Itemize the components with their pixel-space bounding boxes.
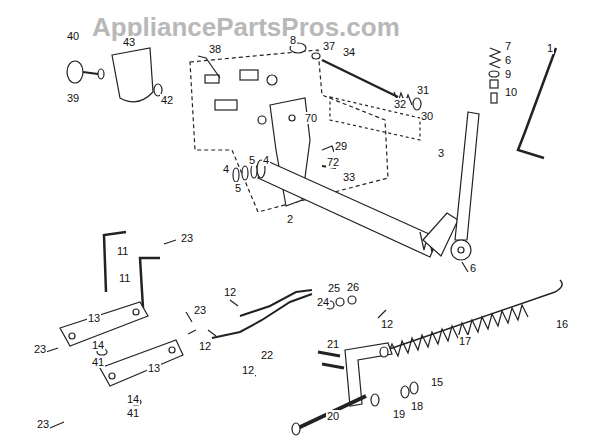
- callout-number: 40: [66, 30, 80, 42]
- callout-number: 13: [87, 312, 101, 324]
- callout-number: 7: [504, 40, 512, 52]
- callout-number: 32: [393, 98, 407, 110]
- callout-number: 10: [504, 86, 518, 98]
- callout-number: 37: [322, 40, 336, 52]
- callout-number: 41: [126, 407, 140, 419]
- callout-number: 34: [342, 46, 356, 58]
- callout-number: 5: [234, 182, 242, 194]
- callout-number: 26: [346, 281, 360, 293]
- callout-number: 5: [248, 154, 256, 166]
- callout-number: 13: [147, 362, 161, 374]
- callout-number: 23: [180, 232, 194, 244]
- callout-number: 8: [289, 34, 297, 46]
- callout-number: 20: [326, 410, 340, 422]
- callout-number: 11: [118, 272, 131, 284]
- callout-number: 15: [430, 376, 444, 388]
- callout-number: 23: [36, 418, 50, 430]
- callout-number: 23: [33, 343, 47, 355]
- watermark: AppliancePartsPros.com: [92, 12, 400, 42]
- callout-number: 12: [380, 318, 394, 330]
- callout-number: 6: [469, 262, 477, 274]
- callout-number: 31: [416, 84, 430, 96]
- callout-number: 38: [208, 43, 222, 55]
- callout-number: 72: [326, 156, 340, 168]
- callout-number: 24: [316, 296, 330, 308]
- callout-number: 14: [126, 393, 140, 405]
- callout-number: 12: [241, 364, 255, 376]
- callout-number: 4: [222, 163, 230, 175]
- callout-number: 39: [66, 92, 80, 104]
- callout-number: 17: [458, 335, 472, 347]
- callout-number: 43: [122, 36, 136, 48]
- callout-number: 33: [342, 171, 356, 183]
- callout-number: 14: [91, 339, 105, 351]
- callout-number: 70: [304, 112, 318, 124]
- callout-number: 29: [334, 140, 348, 152]
- callout-number: 12: [198, 340, 212, 352]
- callout-number: 25: [327, 282, 341, 294]
- callout-number: 12: [223, 286, 237, 298]
- callout-number: 6: [504, 54, 512, 66]
- callout-number: 30: [420, 110, 434, 122]
- callout-number: 19: [392, 408, 406, 420]
- callout-number: 16: [555, 318, 569, 330]
- callout-number: 9: [504, 68, 512, 80]
- callout-number: 3: [437, 147, 445, 159]
- callout-number: 22: [260, 349, 274, 361]
- callout-number: 1: [546, 42, 554, 54]
- callout-number: 2: [286, 213, 294, 225]
- callout-number: 18: [410, 400, 424, 412]
- callout-number: 23: [193, 304, 207, 316]
- callout-number: 21: [326, 338, 340, 350]
- callout-number: 4: [262, 154, 270, 166]
- callout-number: 11: [116, 245, 129, 257]
- callout-number: 41: [91, 356, 105, 368]
- callout-number: 42: [160, 94, 174, 106]
